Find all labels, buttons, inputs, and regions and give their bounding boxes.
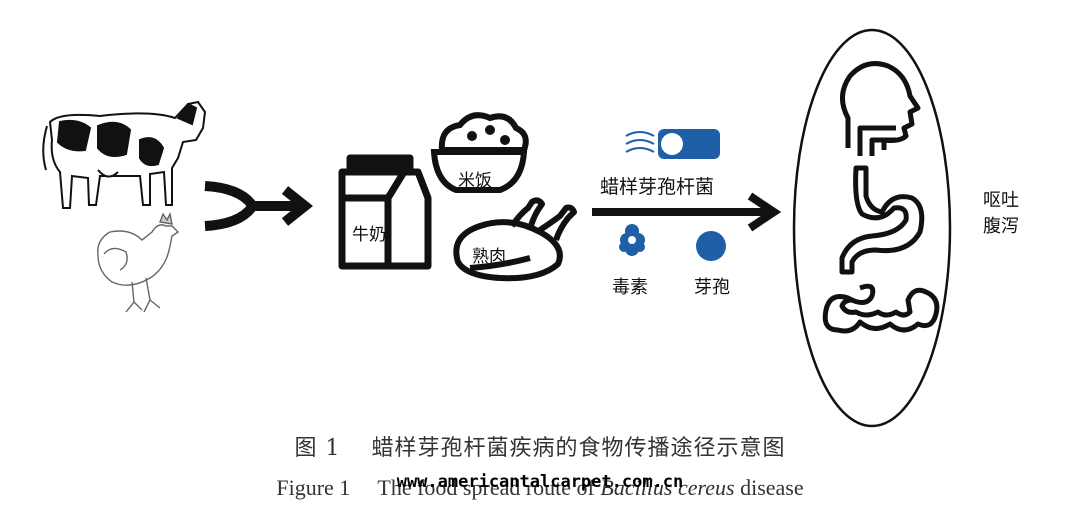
rice-bowl-icon [430,112,529,193]
toxin-icon [619,224,645,256]
symptom-vomiting: 呕吐 [983,190,1019,211]
intestine-icon [822,283,940,334]
head-icon [840,61,921,156]
merge-arrow [204,181,314,231]
spore-label: 芽孢 [694,277,730,298]
milk-carton-icon [338,154,432,270]
caption-english-species: Bacillus cereus [600,475,735,500]
toxin-label: 毒素 [612,277,648,298]
milk-label: 牛奶 [352,225,386,245]
body-outline [792,28,952,428]
spore-icon [696,231,726,261]
stomach-icon [839,165,925,275]
caption-chinese: 图 1 蜡样芽孢杆菌疾病的食物传播途径示意图 [294,436,786,461]
chicken-icon [97,211,180,313]
caption-english-suffix: disease [734,475,804,500]
roast-chicken-icon [453,197,577,282]
main-arrow [592,192,782,232]
bacteria-label: 蜡样芽孢杆菌 [600,176,715,198]
bacillus-icon [625,129,720,159]
cow-icon [42,100,207,209]
symptom-diarrhea: 腹泻 [983,216,1019,237]
caption-english: Figure 1 The food spread route of Bacill… [0,470,1080,502]
meat-label: 熟肉 [472,247,506,267]
watermark-text: www.americantalcarpet.com.cn [396,472,684,492]
rice-label: 米饭 [458,171,492,191]
caption-english-prefix: Figure 1 The food spread route of [276,475,601,500]
